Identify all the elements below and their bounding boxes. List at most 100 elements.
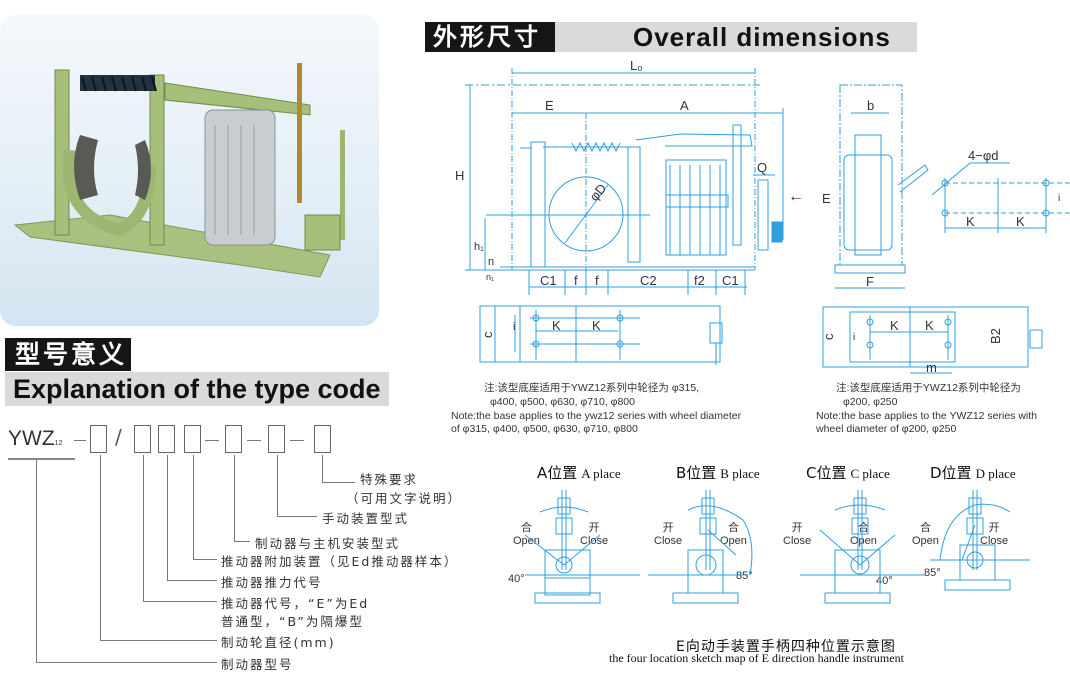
dim-K-base: K (890, 318, 899, 333)
note-right-en-1: Note:the base applies to the YWZ12 serie… (816, 410, 1038, 422)
place-title-en: D place (975, 466, 1016, 481)
arrow-left-icon: ← (788, 188, 804, 205)
right-en: Open (720, 535, 747, 547)
dim-4-d: 4−φd (968, 148, 998, 163)
dim-m: m (926, 360, 937, 375)
left-cn: 合 (919, 522, 931, 534)
note-left-en-2: of φ315, φ400, φ500, φ630, φ710, φ800 (451, 423, 638, 435)
dim-C1-2: C1 (722, 273, 739, 288)
place-title-en: A place (581, 466, 621, 481)
dim-b: b (867, 98, 874, 113)
dim-C2: C2 (640, 273, 657, 288)
code-box-pusher-code (134, 425, 151, 453)
angle-value: 40° (508, 573, 525, 585)
dim-h1: h₁ (474, 241, 484, 253)
front-view-labels: L₀ E A H h₁ n n₁ φD Q C1 f f C2 f2 C1 c … (455, 58, 831, 338)
right-en: Close (980, 535, 1009, 547)
right-cn: 开 (988, 522, 1000, 534)
dim-c-side: c (821, 333, 836, 340)
dim-n: n (488, 256, 494, 268)
overall-dimensions-title-cn: 外形尺寸 (425, 22, 555, 52)
side-view-labels: b F 4−φd K K i c i K K B2 m (821, 98, 1060, 375)
caption-cn: E向动手装置手柄四种位置示意图 (676, 639, 896, 655)
dash (290, 440, 304, 441)
dim-f2: f2 (694, 273, 705, 288)
note-left-en-1: Note:the base applies to the ywz12 serie… (451, 410, 742, 422)
left-cn: 合 (520, 522, 532, 534)
dim-A: A (680, 98, 689, 113)
sketch-b-place (648, 490, 753, 604)
dim-K-side: K (966, 214, 975, 229)
type-code-prefix: YWZ12 (8, 427, 62, 451)
overall-dimensions-title-en: Overall dimensions (555, 22, 917, 52)
left-cn: 开 (662, 522, 674, 534)
dim-H: H (455, 168, 464, 183)
side-view-drawing (822, 84, 1070, 374)
place-title-cn: C位置 (806, 464, 847, 482)
prefix-sub: 12 (54, 440, 63, 447)
caption-en: the four location sketch map of E direct… (609, 651, 904, 665)
dash (247, 440, 261, 441)
left-en: Close (783, 535, 812, 547)
left-en: Open (513, 535, 540, 547)
dim-E: E (545, 98, 554, 113)
dim-K-base-2: K (925, 318, 934, 333)
left-cn: 开 (791, 522, 803, 534)
note-right-cn-2: φ200, φ250 (843, 396, 898, 408)
label-pusher-code-2: 普通型，“B”为隔爆型 (221, 614, 364, 629)
label-brake-model: 制动器型号 (221, 657, 294, 672)
slash: / (115, 425, 122, 449)
right-cn: 合 (727, 522, 739, 534)
dim-n1: n₁ (486, 272, 494, 282)
prefix-text: YWZ (8, 427, 55, 450)
label-special-requirement: 特殊要求 (360, 472, 419, 487)
dim-Lo: L₀ (630, 58, 643, 73)
right-cn: 开 (588, 522, 600, 534)
code-box-pusher-attachment (184, 425, 201, 453)
left-en: Open (912, 535, 939, 547)
place-title-en: C place (850, 466, 890, 481)
dim-f-2: f (595, 273, 599, 288)
sketch-c-place (800, 490, 925, 604)
dim-Q: Q (757, 160, 767, 175)
right-cn: 合 (857, 522, 869, 534)
label-manual-device-type: 手动装置型式 (322, 511, 410, 526)
sketch-a-place (524, 490, 640, 604)
dim-i-side-2: i (853, 332, 855, 343)
label-pusher-force: 推动器推力代号 (221, 575, 323, 590)
type-code-title-en: Explanation of the type code (5, 372, 389, 406)
dim-D: φD (586, 181, 609, 204)
label-text-note: （可用文字说明） (346, 491, 463, 506)
prefix-underline (8, 458, 75, 460)
dim-K: K (552, 318, 561, 333)
handle-sketches (524, 490, 1030, 604)
right-en: Close (580, 535, 609, 547)
dim-c: c (480, 331, 495, 338)
dim-K-2: K (592, 318, 601, 333)
dim-C1: C1 (540, 273, 557, 288)
code-box-wheel-diameter (90, 425, 107, 453)
note-right-cn-1: 注:该型底座适用于YWZ12系列中轮径为 (836, 382, 1021, 394)
place-title-cn: A位置 (537, 464, 578, 482)
angle-value: 85° (924, 567, 941, 579)
note-right-en-2: wheel diameter of φ200, φ250 (816, 423, 957, 435)
angle-label: 85° (736, 570, 753, 583)
note-left-cn-2: φ400, φ500, φ630, φ710, φ800 (490, 396, 635, 408)
label-wheel-diameter: 制动轮直径(mm) (221, 635, 336, 650)
label-pusher-attachment: 推动器附加装置（见Ed推动器样本） (221, 554, 459, 569)
place-title-cn: B位置 (676, 464, 717, 482)
place-title-en: B place (720, 466, 760, 481)
dim-i-side: i (1058, 193, 1060, 204)
code-box-special (314, 425, 331, 453)
angle-label: 85° (924, 567, 941, 580)
